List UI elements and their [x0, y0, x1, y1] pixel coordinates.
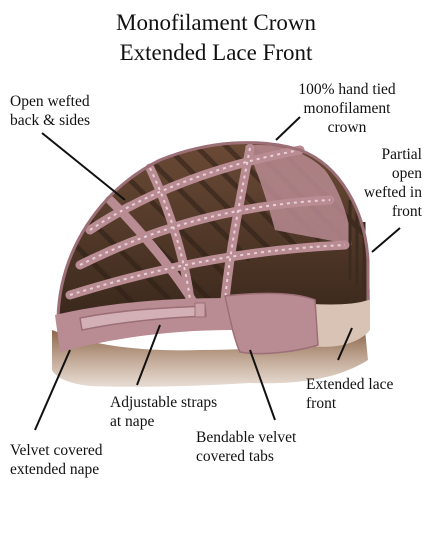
lace-band-texture: [69, 147, 346, 301]
label-extended-lace: Extended lace front: [306, 376, 394, 412]
label-bendable-tabs: Bendable velvet covered tabs: [196, 429, 297, 465]
label-open-wefted: Open wefted back & sides: [10, 93, 91, 129]
velvet-tab: [224, 292, 319, 355]
label-hand-tied: 100% hand tied monofilament crown: [298, 81, 396, 136]
label-adjustable-straps: Adjustable straps at nape: [110, 394, 218, 430]
title-line-2: Extended Lace Front: [119, 40, 313, 65]
hair-fringe: [52, 330, 368, 387]
adjustable-strap: [79, 305, 207, 331]
label-velvet-nape: Velvet covered extended nape: [10, 442, 103, 478]
monofilament-crown: [245, 145, 352, 245]
label-partial-open: Partial open wefted in front: [363, 146, 422, 220]
title-line-1: Monofilament Crown: [116, 10, 316, 35]
leader-lines: [34, 116, 401, 431]
